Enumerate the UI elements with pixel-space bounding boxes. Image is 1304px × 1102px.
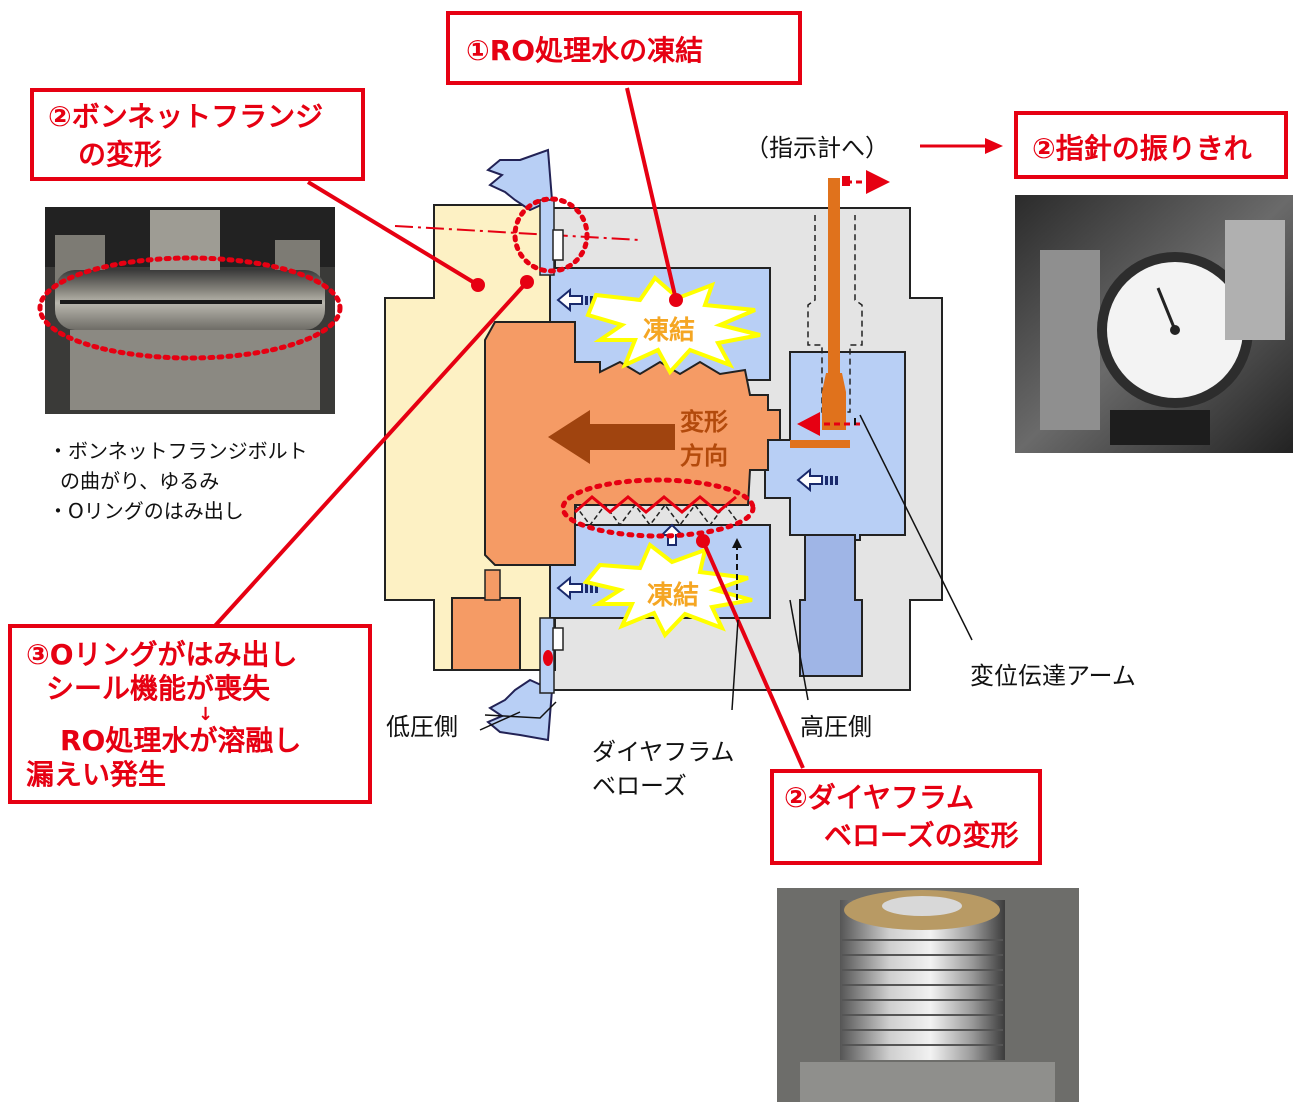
- clamp-icon: [486, 617, 564, 742]
- callout-diaphragm-bellows: ②ダイヤフラム ベローズの変形: [770, 769, 1042, 865]
- label-text: 方向: [680, 442, 728, 470]
- black-leader-lines: [479, 414, 973, 731]
- callout-text: ②指針の振りきれ: [1032, 132, 1252, 165]
- high-pressure-label: 高圧側: [800, 713, 872, 741]
- callout-oring-leak: ③Oリングがはみ出し シール機能が喪失 ↓ RO処理水が溶融し 漏えい発生: [8, 624, 372, 804]
- label-text: ベローズ: [592, 772, 687, 800]
- bullet-bolt-bend: ・ボンネットフランジボルト の曲がり、ゆるみ ・Oリングのはみ出し: [48, 436, 308, 526]
- diaphragm-piston: [451, 321, 850, 671]
- bellows-zigzag-red: [574, 495, 737, 514]
- flange-axis-line: [394, 225, 641, 241]
- callout-text: ①RO処理水の凍結: [466, 34, 704, 67]
- clamp-icon: [486, 148, 564, 276]
- to-indicator-label: （指示計へ）: [745, 134, 889, 162]
- small-black-arrows: [732, 418, 856, 600]
- bellows-photo: [777, 888, 1079, 1102]
- freeze-lower-label: 凍結: [647, 581, 700, 611]
- indicator-gauge-photo: [1015, 195, 1293, 453]
- flange-highlight-circle: [512, 196, 590, 274]
- leader-lines: [211, 87, 805, 769]
- callout-freeze-ro-water: ①RO処理水の凍結: [446, 11, 802, 85]
- diaphragm-bellows-label: ダイヤフラム ベローズ: [592, 735, 735, 803]
- displacement-arm-label: 変位伝達アーム: [970, 662, 1136, 690]
- indicator-rod: [807, 176, 863, 430]
- callout-bonnet-flange: ②ボンネットフランジ の変形: [30, 88, 365, 181]
- callout-text: ②ボンネットフランジ: [48, 100, 324, 133]
- label-text: 変形: [680, 408, 728, 436]
- callout-arrow: ↓: [198, 704, 214, 725]
- deform-direction-label: 変形 方向: [680, 405, 728, 473]
- callout-text: ③Oリングがはみ出し: [26, 638, 298, 671]
- callout-text: RO処理水が溶融し: [60, 724, 302, 757]
- pressure-arrow-icon: [556, 287, 823, 601]
- needle-direction-arrows: [797, 170, 890, 436]
- to-indicator-arrow: [920, 138, 1003, 154]
- freeze-upper-label: 凍結: [643, 316, 696, 346]
- callout-text: 漏えい発生: [26, 758, 167, 791]
- bullet-text: の曲がり、ゆるみ: [60, 469, 220, 493]
- starburst-icon: [585, 275, 761, 376]
- bellows-highlight-ellipse: [560, 477, 756, 539]
- leader-dots: [471, 275, 710, 548]
- bullet-text: ・ボンネットフランジボルト: [48, 439, 308, 463]
- callout-text: ベローズの変形: [824, 819, 1019, 852]
- low-pressure-label: 低圧側: [386, 713, 458, 741]
- bonnet-flange-photo: [37, 207, 343, 414]
- bellows-zigzag: [574, 503, 741, 527]
- starburst-icon: [582, 541, 753, 639]
- callout-needle-swing: ②指針の振りきれ: [1014, 111, 1288, 179]
- label-text: ダイヤフラム: [592, 738, 735, 766]
- callout-text: シール機能が喪失: [46, 672, 271, 705]
- callout-text: ②ダイヤフラム: [784, 781, 975, 814]
- callout-text: の変形: [78, 138, 163, 171]
- bullet-text: ・Oリングのはみ出し: [48, 499, 244, 523]
